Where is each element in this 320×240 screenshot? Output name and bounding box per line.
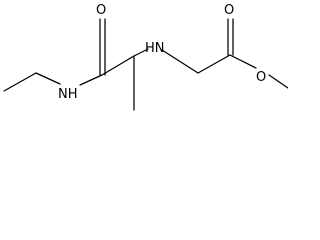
bond-nh-amide-carbon [79, 74, 103, 86]
molecule-canvas: O NH HN O O [0, 0, 288, 111]
bond-o-methyl [268, 74, 288, 89]
bond-ch2-ester-carbon [197, 54, 231, 74]
atom-o-ester: O [256, 70, 266, 85]
bond-nh-ch2 [161, 49, 199, 74]
bond-ethyl-ch2-nh [35, 72, 61, 85]
bond-alpha-nh [133, 48, 149, 57]
atom-o-amide: O [96, 3, 106, 18]
bond-amide-c-alpha [101, 55, 135, 76]
molecule-structure: O NH HN O O [3, 3, 288, 111]
atom-nh-amine: HN [145, 41, 165, 56]
bond-ethyl-ch3-ch2 [3, 72, 37, 92]
atom-o-carbonyl: O [224, 3, 234, 18]
bond-ester-c-o-single [229, 54, 257, 69]
atom-nh-amide: NH [58, 87, 78, 102]
